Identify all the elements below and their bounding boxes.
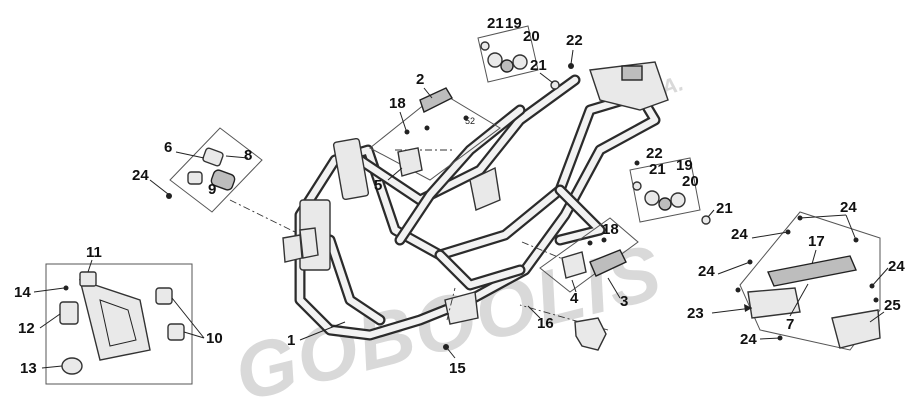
callout-52: 52 [465,116,475,126]
engine-mount-group [45,263,193,385]
callout-21-top-left: 21 [487,15,504,32]
callout-21-right-top: 21 [649,161,666,178]
callout-15: 15 [449,360,466,377]
callout-10: 10 [206,330,223,347]
callout-18-footrest: 18 [602,221,619,238]
floor-panel-group [735,211,881,351]
callout-8: 8 [244,147,252,164]
callout-24-floor-left: 24 [731,226,748,243]
callout-24-floor-mid: 24 [698,263,715,280]
callout-19-right: 19 [676,157,693,174]
callout-23: 23 [687,305,704,322]
callout-14: 14 [14,284,31,301]
bushing-set-top [477,25,560,90]
callout-19-top: 19 [505,15,522,32]
callout-11: 11 [86,244,102,261]
callout-24-floor-top: 24 [840,199,857,216]
callout-22-top: 22 [566,32,583,49]
cable-clamp [574,317,607,351]
bracket-group-top [369,87,501,181]
callout-25: 25 [884,297,901,314]
callout-22-right: 22 [646,145,663,162]
callout-3: 3 [620,293,628,310]
bushing-set-right [629,157,711,225]
callout-4: 4 [570,290,579,307]
callout-17: 17 [808,233,825,250]
callout-24-left: 24 [132,167,149,184]
callout-21-top-right: 21 [530,57,547,74]
footrest-bracket-group [539,217,639,293]
callout-18-top: 18 [389,95,406,112]
callout-1: 1 [287,332,295,349]
callout-20-right: 20 [682,173,699,190]
callout-20-top: 20 [523,28,540,45]
callout-24-floor-bottom: 24 [740,331,757,348]
callout-16: 16 [537,315,554,332]
main-frame [282,61,669,341]
callout-2: 2 [416,71,424,88]
callout-6: 6 [164,139,172,156]
callout-21-right-bottom: 21 [716,200,733,217]
callout-12: 12 [18,320,35,337]
callout-24-floor-right: 24 [888,258,905,275]
mount-bracket-group [166,127,263,213]
callout-7: 7 [786,316,794,333]
callout-5: 5 [374,177,382,194]
callout-13: 13 [20,360,37,377]
callout-9: 9 [208,181,216,198]
